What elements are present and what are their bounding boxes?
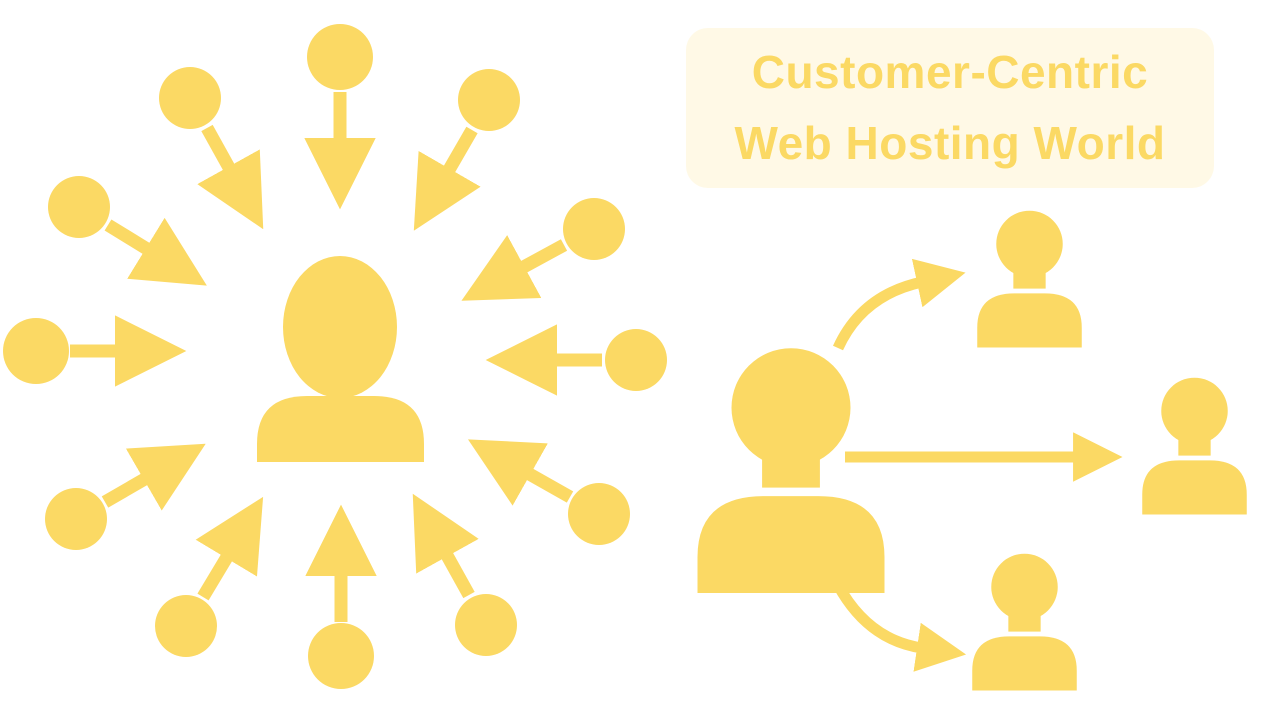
customer-person-icon-top: [977, 210, 1082, 348]
customer-dot-icon: [458, 69, 520, 131]
satellite-node-bottom-left: [155, 496, 264, 657]
customer-person-icon-bottom: [972, 553, 1077, 691]
inward-arrow-icon: [104, 217, 207, 286]
title-line-1: Customer-Centric: [751, 45, 1149, 98]
customer-dot-icon: [605, 329, 667, 391]
inward-arrow-icon: [413, 126, 481, 231]
satellite-node-top-right: [413, 69, 520, 231]
customer-dot-icon: [308, 623, 374, 689]
satellite-node-bottom: [305, 504, 377, 689]
inward-arrow-icon: [197, 124, 264, 230]
satellite-node-top-left: [159, 67, 264, 230]
title-card: Customer-Centric Web Hosting World: [686, 28, 1214, 188]
satellite-node-mid-left: [3, 315, 187, 387]
customer-dot-icon: [563, 198, 625, 260]
inward-arrow-icon: [461, 235, 568, 301]
outreach-diagram: [697, 210, 1247, 691]
customer-dot-icon: [455, 594, 517, 656]
inward-arrow-icon: [195, 496, 264, 601]
outreach-arrow-top: [832, 258, 966, 351]
person-shoulders: [257, 396, 424, 462]
customer-dot-icon: [45, 488, 107, 550]
satellite-node-upper-left: [48, 176, 207, 286]
inward-arrow-icon: [467, 439, 574, 506]
outreach-arrow-bottom: [833, 582, 967, 672]
hub-diagram: [3, 24, 667, 689]
customer-dot-icon: [307, 24, 373, 90]
satellite-node-bottom-right: [412, 493, 517, 656]
satellite-node-mid-right: [485, 324, 667, 396]
customer-dot-icon: [155, 595, 217, 657]
central-person-icon: [257, 256, 424, 462]
title-line-2: Web Hosting World: [734, 117, 1166, 169]
inward-arrow-icon: [412, 493, 479, 599]
satellite-node-top: [304, 24, 376, 210]
inward-arrow-icon: [101, 443, 206, 511]
customer-person-icon-right: [1142, 377, 1247, 515]
satellite-node-lower-right: [467, 439, 630, 545]
satellite-node-upper-right: [461, 198, 625, 301]
person-head: [283, 256, 397, 398]
host-person-icon: [697, 348, 885, 593]
customer-dot-icon: [48, 176, 110, 238]
customer-dot-icon: [568, 483, 630, 545]
customer-dot-icon: [3, 318, 69, 384]
customer-dot-icon: [159, 67, 221, 129]
satellite-node-lower-left: [45, 443, 206, 550]
